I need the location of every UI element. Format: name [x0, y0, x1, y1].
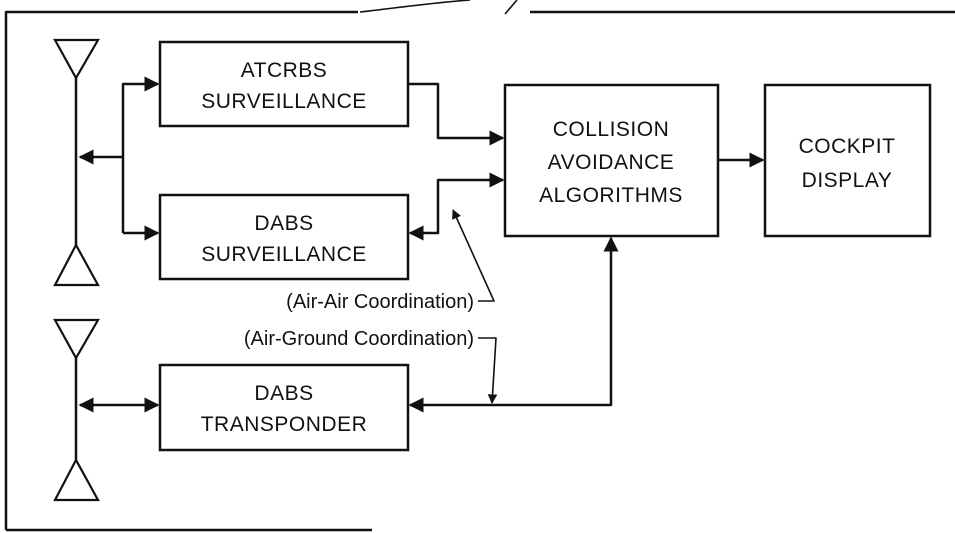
cockpit-line2: DISPLAY — [802, 169, 893, 192]
dabs-surv-line2: SURVEILLANCE — [201, 243, 367, 266]
collision-line2: AVOIDANCE — [548, 151, 675, 174]
collision-line3: ALGORITHMS — [539, 184, 683, 207]
transponder-line2: TRANSPONDER — [201, 413, 368, 436]
dabs-surveillance-block: DABS SURVEILLANCE — [158, 193, 410, 281]
air-air-coordination-label: (Air-Air Coordination) — [286, 291, 474, 313]
collision-line1: COLLISION — [553, 118, 670, 141]
atcrbs-line2: SURVEILLANCE — [201, 90, 367, 113]
cockpit-display-block: COCKPIT DISPLAY — [763, 83, 932, 238]
connectors — [78, 76, 765, 413]
atcrbs-surveillance-block: ATCRBS SURVEILLANCE — [158, 40, 410, 128]
lower-antenna — [53, 318, 100, 502]
transponder-line1: DABS — [254, 382, 313, 405]
cockpit-line1: COCKPIT — [799, 135, 896, 158]
air-ground-coordination-label: (Air-Ground Coordination) — [244, 328, 474, 350]
dabs-transponder-block: DABS TRANSPONDER — [158, 363, 410, 452]
atcrbs-line1: ATCRBS — [241, 59, 328, 82]
outer-frame — [4, 0, 955, 532]
collision-avoidance-block: COLLISION AVOIDANCE ALGORITHMS — [503, 83, 720, 238]
dabs-surv-line1: DABS — [254, 212, 313, 235]
upper-antenna — [53, 38, 100, 287]
